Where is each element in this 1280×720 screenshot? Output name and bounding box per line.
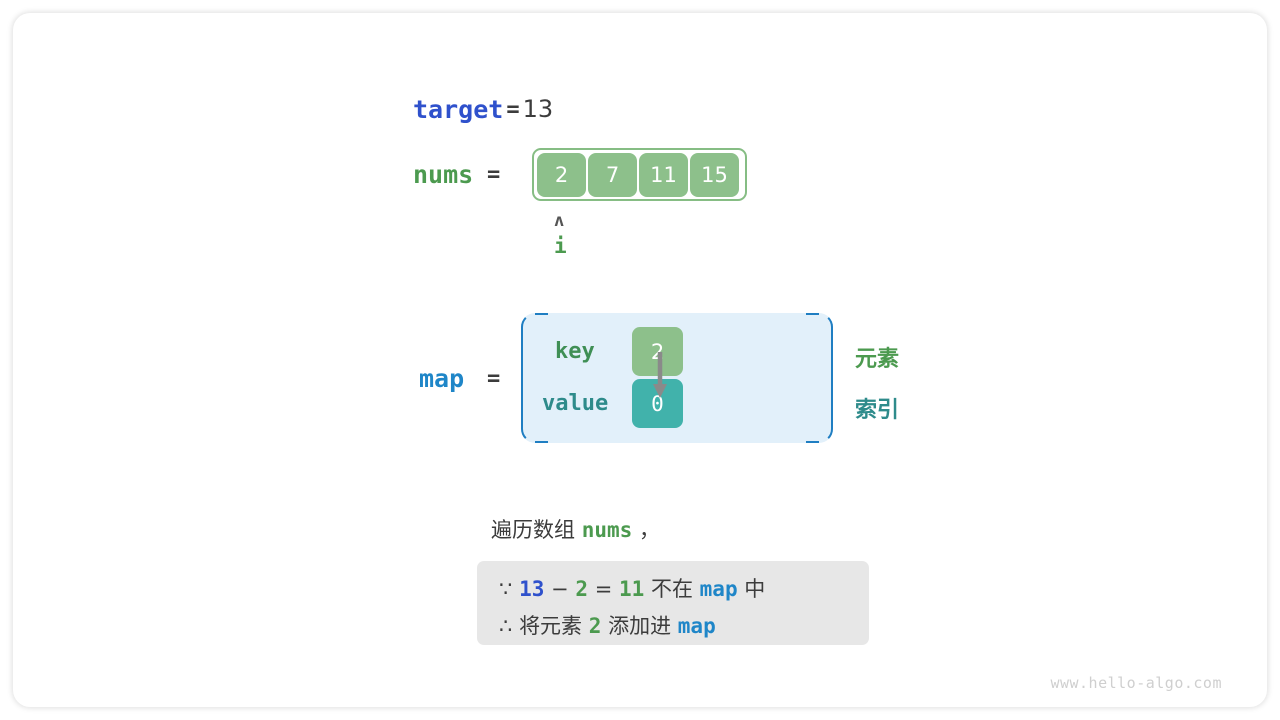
caption-text: 遍历数组 nums ， <box>491 514 660 544</box>
note-added-element: 2 <box>588 614 602 638</box>
map-value-label: value <box>542 391 609 416</box>
caption-keyword: nums <box>581 518 633 542</box>
therefore-symbol: ∴ <box>499 614 513 638</box>
minus-sign: − <box>551 577 569 601</box>
target-equals-sign: = <box>506 96 520 122</box>
note-in-suffix: 中 <box>744 577 766 601</box>
target-row: target = 13 <box>413 92 553 126</box>
index-pointer-label: i <box>554 234 567 258</box>
target-variable-name: target <box>413 94 504 124</box>
equals-sign: = <box>594 577 613 601</box>
legend-index-label: 索引 <box>855 398 900 423</box>
note-map-keyword-2: map <box>677 614 716 638</box>
note-current-element: 2 <box>575 577 588 601</box>
map-equals-sign: = <box>487 366 501 391</box>
array-cell: 15 <box>690 152 739 197</box>
map-variable-name: map <box>419 364 465 393</box>
map-value-cell: 0 <box>632 379 683 428</box>
array-cell: 11 <box>639 152 688 197</box>
note-line-1: ∵ 13 − 2 = 11 不在 map 中 <box>499 573 765 603</box>
map-right-brace <box>806 312 833 444</box>
note-not-in-text: 不在 <box>650 577 693 601</box>
target-value: 13 <box>522 95 554 123</box>
watermark: www.hello-algo.com <box>1050 674 1222 692</box>
note-target-value: 13 <box>519 577 545 601</box>
because-symbol: ∵ <box>499 577 513 601</box>
index-caret-icon: ʌ <box>554 211 565 231</box>
note-line-2: ∴ 将元素 2 添加进 map <box>499 610 716 640</box>
note-map-keyword: map <box>699 577 738 601</box>
caption-prefix: 遍历数组 <box>491 518 575 542</box>
array-cell: 7 <box>588 152 637 197</box>
caption-suffix: ， <box>638 518 660 542</box>
legend-element-label: 元素 <box>855 347 900 372</box>
map-key-cell: 2 <box>632 327 683 376</box>
map-key-label: key <box>555 339 595 364</box>
nums-variable-name: nums <box>413 160 474 189</box>
array-cell: 2 <box>537 152 586 197</box>
note-add-mid: 添加进 <box>608 614 672 638</box>
note-add-prefix: 将元素 <box>519 614 583 638</box>
note-complement-value: 11 <box>618 577 645 601</box>
map-left-brace <box>521 312 548 444</box>
nums-array-container: 2 7 11 15 <box>532 148 747 201</box>
nums-equals-sign: = <box>487 162 501 187</box>
note-box: ∵ 13 − 2 = 11 不在 map 中 ∴ 将元素 2 添加进 map <box>477 561 869 645</box>
